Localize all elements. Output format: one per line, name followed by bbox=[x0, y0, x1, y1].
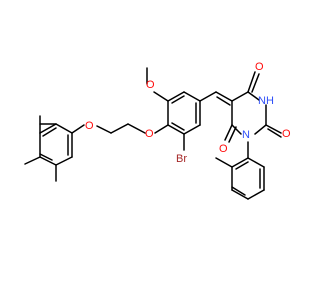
atom-label-oxygen: O bbox=[145, 128, 154, 140]
atom-label-oxygen: O bbox=[146, 79, 155, 91]
atom-label-oxygen: O bbox=[255, 61, 264, 73]
atom-labels: O O O O O O NH N Br bbox=[85, 61, 291, 165]
atom-label-oxygen: O bbox=[282, 128, 291, 140]
atom-label-oxygen: O bbox=[219, 143, 228, 155]
chemical-structure-diagram: O O O O O O NH N Br bbox=[24, 61, 291, 200]
atom-label-bromine: Br bbox=[176, 153, 187, 165]
atom-label-oxygen: O bbox=[85, 120, 94, 132]
atom-label-nitrogen: N bbox=[242, 129, 250, 141]
atom-label-nh: NH bbox=[258, 95, 274, 107]
bond-lines bbox=[24, 67, 282, 200]
